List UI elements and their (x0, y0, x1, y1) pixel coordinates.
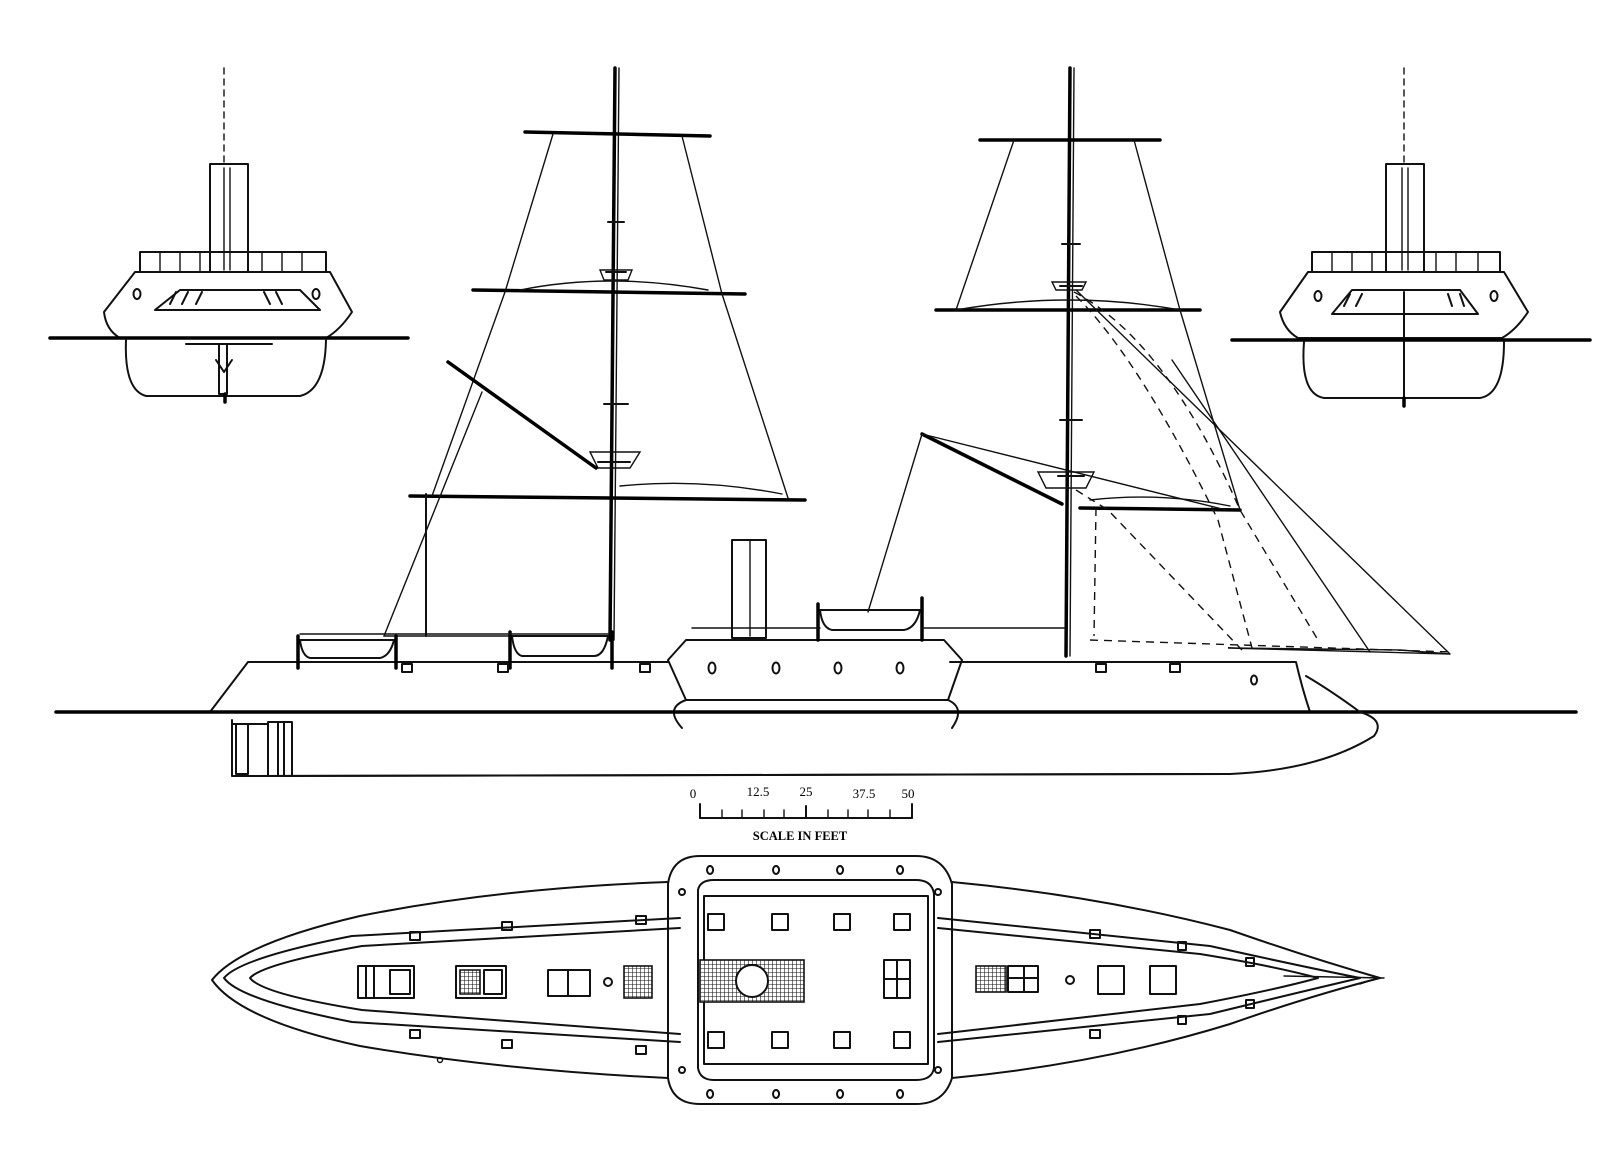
scale-tick-label: 12.5 (747, 784, 770, 799)
bow-end-view (48, 67, 410, 404)
scale-tick-label: 0 (690, 786, 697, 801)
scale-tick-label: 50 (902, 786, 915, 801)
scale-bar: 0 12.5 25 37.5 50 SCALE IN FEET (690, 784, 915, 843)
stern-end-view (1230, 67, 1592, 408)
scale-tick-label: 25 (800, 784, 813, 799)
scale-tick-label: 37.5 (853, 786, 876, 801)
scale-title: SCALE IN FEET (753, 829, 848, 843)
deck-plan (211, 855, 1385, 1105)
side-elevation (54, 66, 1578, 777)
